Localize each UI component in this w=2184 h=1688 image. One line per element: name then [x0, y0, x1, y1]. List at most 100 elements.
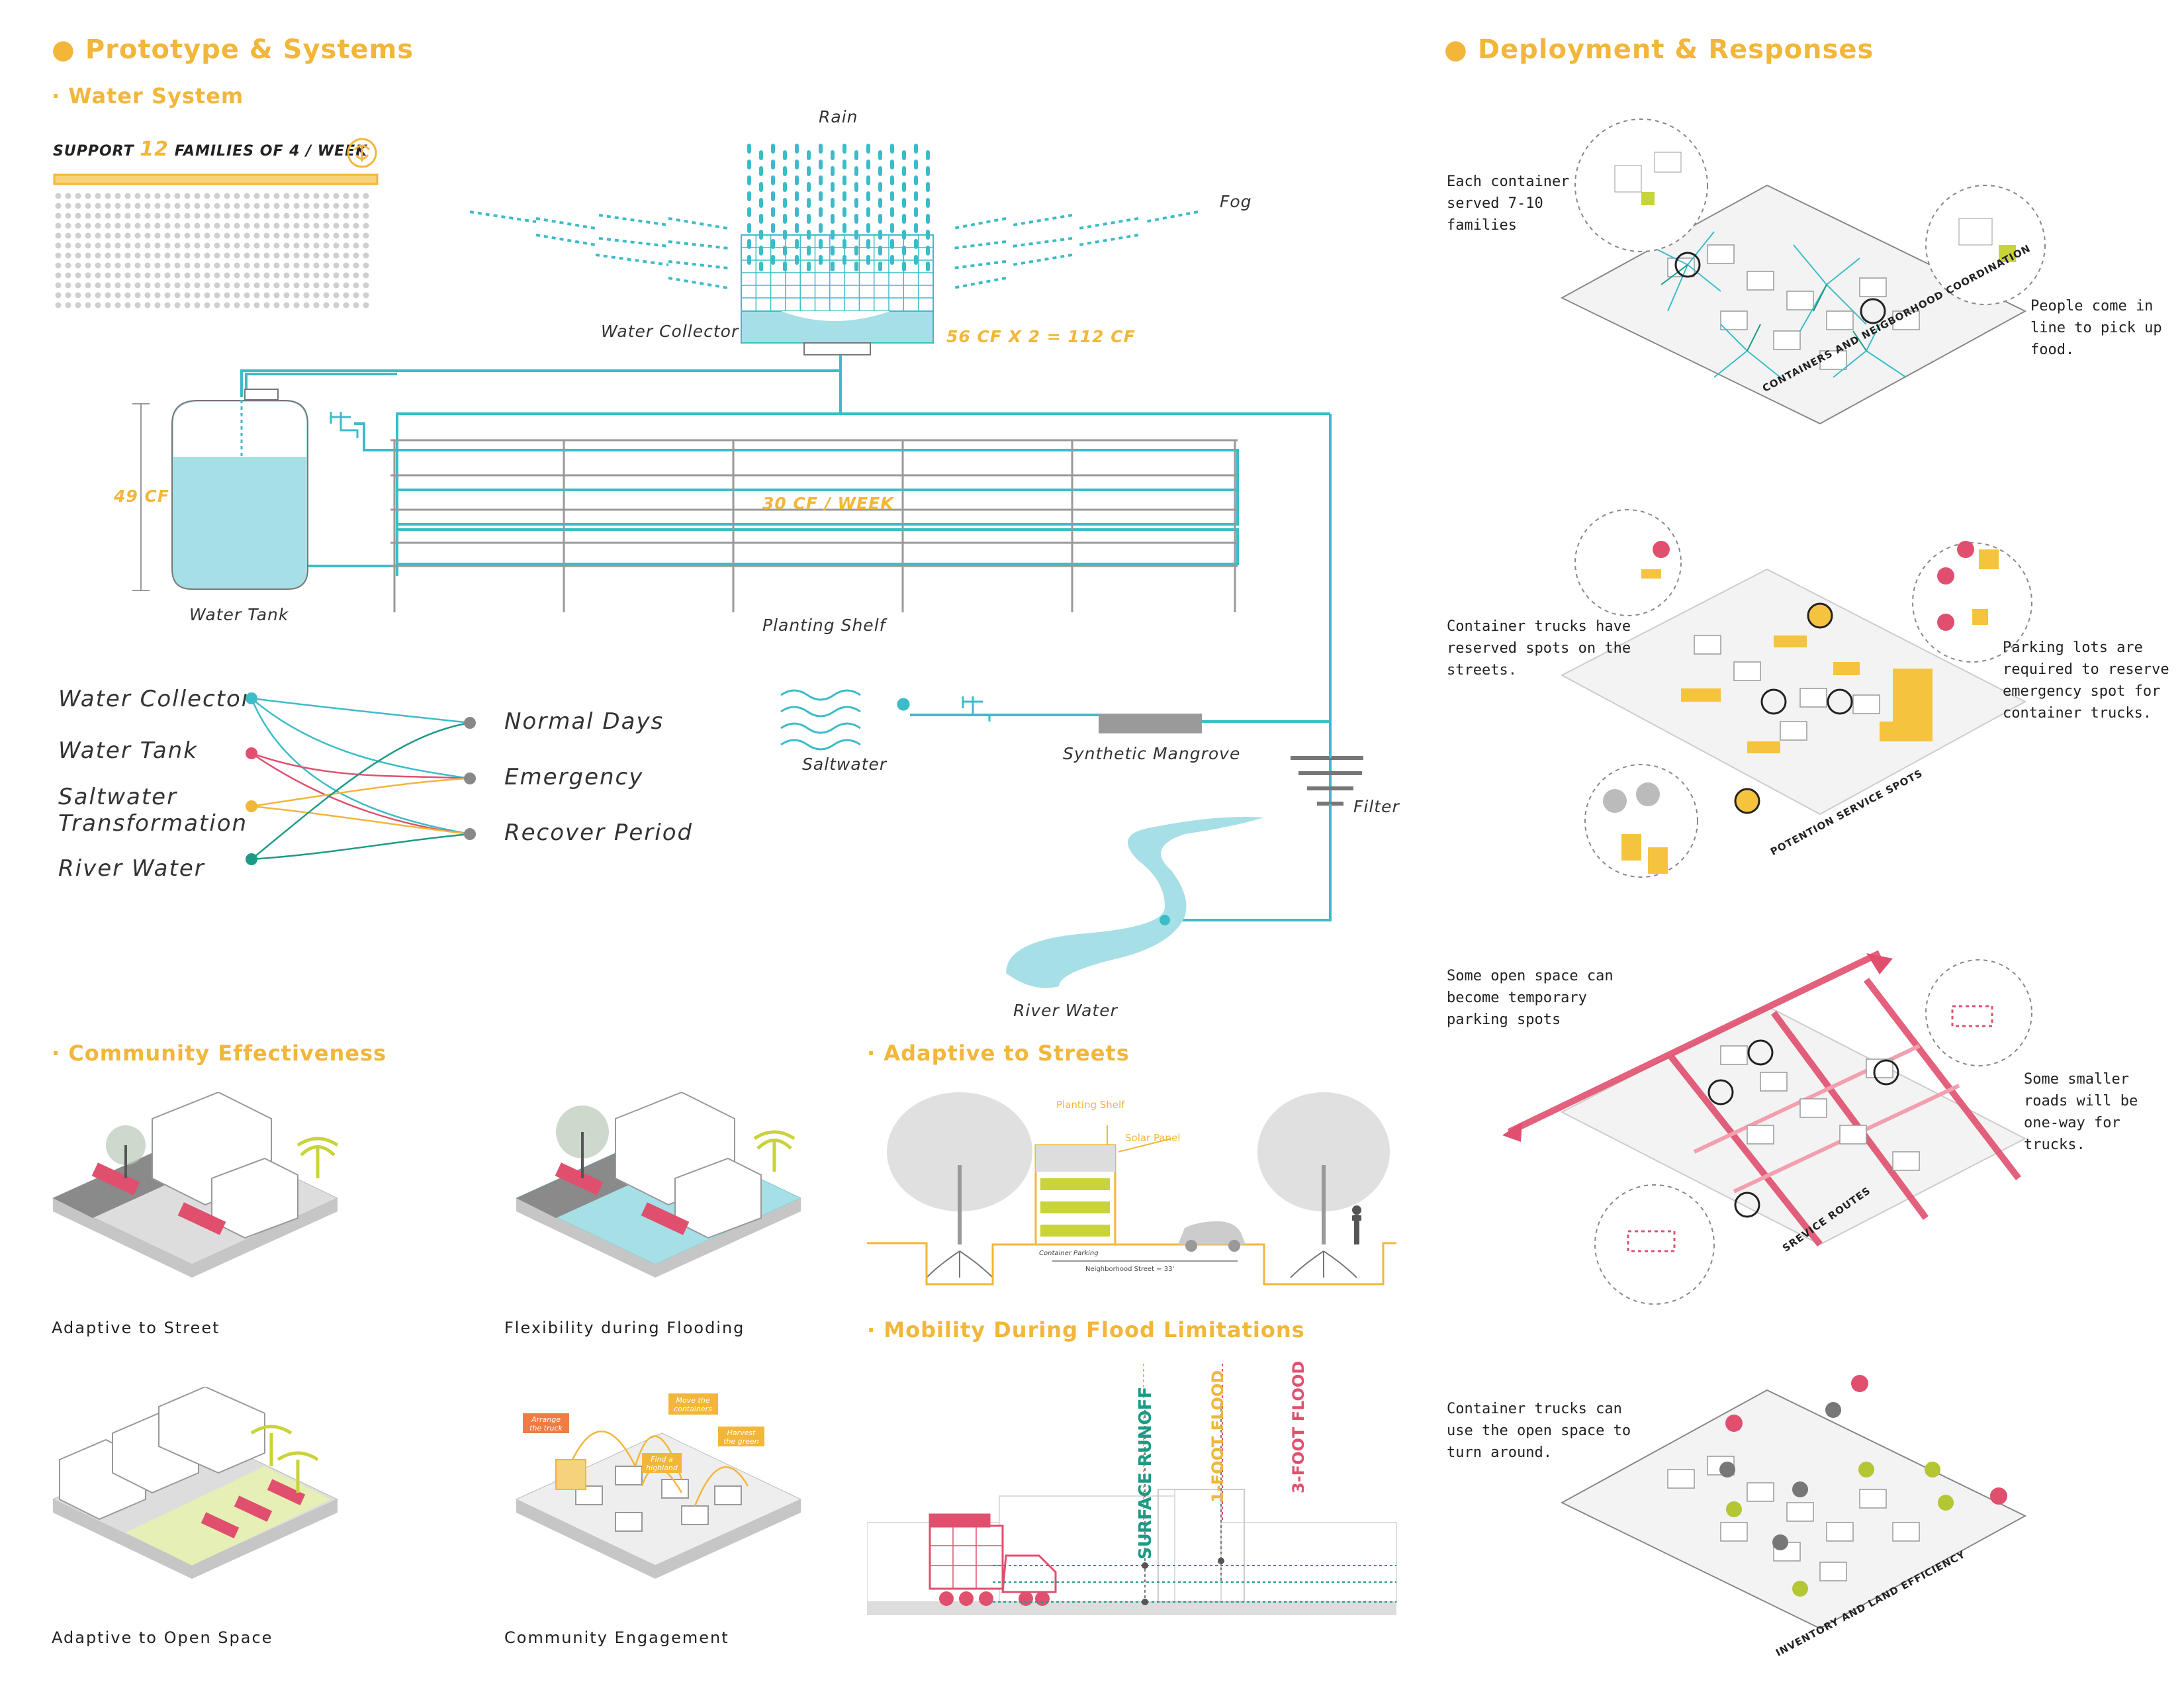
- family-dot: [194, 232, 201, 239]
- family-dot: [85, 193, 91, 199]
- family-dot: [283, 282, 290, 289]
- family-dot: [194, 252, 201, 259]
- family-dot: [253, 222, 260, 229]
- svg-text:the green: the green: [723, 1437, 759, 1446]
- family-dot: [333, 302, 340, 308]
- family-dot: [283, 222, 290, 229]
- family-dot: [234, 242, 240, 249]
- family-dot: [164, 302, 171, 308]
- family-dot: [204, 232, 210, 239]
- family-dot: [263, 232, 270, 239]
- family-dot: [224, 272, 230, 279]
- family-dot: [55, 272, 62, 279]
- family-dot: [124, 292, 131, 299]
- family-dot: [303, 232, 310, 239]
- families-dot-grid: [53, 173, 379, 308]
- family-dot: [224, 282, 230, 289]
- family-dot: [333, 222, 340, 229]
- family-dot: [164, 282, 171, 289]
- collector-volume: 56 CF X 2 = 112 CF: [946, 327, 1136, 346]
- family-dot: [353, 242, 359, 249]
- family-dot: [164, 203, 171, 209]
- family-dot: [273, 222, 280, 229]
- family-dot: [105, 302, 111, 308]
- saltwater-waves: [780, 689, 910, 751]
- family-dot: [283, 272, 290, 279]
- family-dot: [204, 282, 210, 289]
- family-dot: [164, 232, 171, 239]
- family-dot: [164, 252, 171, 259]
- source-water-tank: Water Tank: [58, 737, 198, 764]
- family-dot: [333, 292, 340, 299]
- street-section-diagram: [867, 1092, 1396, 1286]
- family-dot: [194, 242, 201, 249]
- family-dot: [85, 203, 91, 209]
- family-dot: [214, 203, 220, 209]
- family-dot: [224, 203, 230, 209]
- family-dot: [75, 262, 81, 269]
- family-dot: [263, 222, 270, 229]
- family-dot: [134, 282, 141, 289]
- family-dot: [263, 302, 270, 308]
- family-dot: [234, 222, 240, 229]
- family-dot: [214, 282, 220, 289]
- family-dot: [105, 252, 111, 259]
- family-dot: [55, 232, 62, 239]
- sources-matrix-lines: [246, 692, 476, 865]
- family-dot: [85, 242, 91, 249]
- family-dot: [204, 292, 210, 299]
- family-dot: [273, 242, 280, 249]
- family-dot: [214, 272, 220, 279]
- svg-text:Move the: Move the: [676, 1396, 709, 1405]
- family-dot: [214, 222, 220, 229]
- family-dot: [263, 282, 270, 289]
- family-dot: [55, 252, 62, 259]
- family-dot: [363, 302, 369, 308]
- family-dot: [65, 252, 71, 259]
- family-dot: [323, 272, 330, 279]
- family-dot: [363, 222, 369, 229]
- family-dot: [263, 272, 270, 279]
- family-dot: [313, 252, 320, 259]
- family-dot: [85, 232, 91, 239]
- family-dot: [234, 212, 240, 219]
- family-dot: [144, 242, 151, 249]
- family-dot: [194, 262, 201, 269]
- family-dot: [333, 212, 340, 219]
- river-shape: [1006, 817, 1264, 988]
- family-dot: [293, 302, 300, 308]
- surface-runoff-label: SURFACE RUNOFF: [1136, 1386, 1156, 1560]
- community-caption-2: Flexibility during Flooding: [504, 1319, 745, 1337]
- family-dot: [263, 262, 270, 269]
- family-dot: [283, 302, 290, 308]
- family-dot: [164, 262, 171, 269]
- family-dot: [363, 193, 369, 199]
- family-dot: [273, 282, 280, 289]
- family-dot: [124, 203, 131, 209]
- family-dot: [283, 242, 290, 249]
- family-dot: [65, 232, 71, 239]
- family-dot: [234, 302, 240, 308]
- family-dot: [273, 212, 280, 219]
- family-dot: [174, 212, 181, 219]
- family-dot: [105, 193, 111, 199]
- family-dot: [75, 272, 81, 279]
- family-dot: [263, 292, 270, 299]
- family-dot: [184, 272, 191, 279]
- fog-arrow: [535, 234, 596, 246]
- family-dot: [114, 222, 121, 229]
- family-dot: [105, 262, 111, 269]
- family-dot: [154, 292, 161, 299]
- family-dot: [323, 203, 330, 209]
- family-dot: [194, 272, 201, 279]
- family-dot: [343, 242, 349, 249]
- family-dot: [75, 212, 81, 219]
- three-foot-label-wrap: 3-FOOT FLOOD: [1289, 1361, 1316, 1496]
- family-dot: [134, 252, 141, 259]
- family-dot: [343, 282, 349, 289]
- family-dot: [244, 222, 250, 229]
- family-dot: [263, 242, 270, 249]
- streets-solar-panel-label: Solar Panel: [1125, 1132, 1181, 1144]
- family-dot: [333, 203, 340, 209]
- family-dot: [303, 272, 310, 279]
